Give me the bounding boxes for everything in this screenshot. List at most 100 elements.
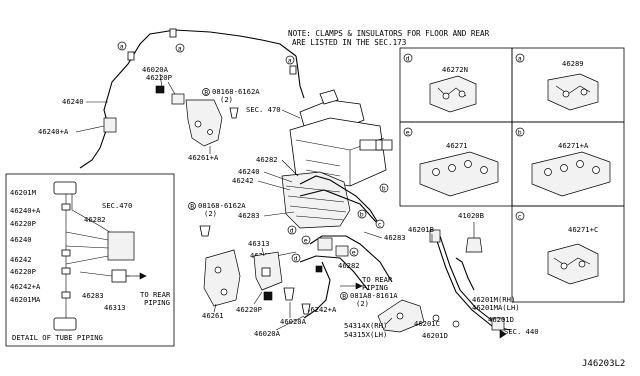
label-46220P-low: 46220P <box>236 305 262 314</box>
bleeder-icon <box>465 237 483 253</box>
label-46282-low: 46282 <box>338 261 360 270</box>
clamp-46271C-icon <box>547 243 599 285</box>
detail-label-46242A: 46242+A <box>10 282 41 291</box>
label-bolt-top: 08168-6162A <box>212 87 260 96</box>
label-41020B: 41020B <box>458 211 484 220</box>
svg-text:a: a <box>120 42 124 50</box>
callout-d-mid <box>287 225 297 235</box>
grid-label-46271: 46271 <box>446 141 468 150</box>
note-line-1: NOTE: CLAMPS & INSULATORS FOR FLOOR AND … <box>288 29 490 38</box>
brake-tube-top <box>79 28 305 169</box>
svg-text:a: a <box>178 44 182 52</box>
hydraulic-block <box>281 171 381 229</box>
label-46220P-top: 46220P <box>146 73 172 82</box>
bolt-low-a-icon <box>283 287 295 301</box>
grid-callout-d <box>403 53 413 63</box>
grid-callout-c <box>515 211 525 221</box>
bolt-icon <box>202 88 210 96</box>
bolt-top-icon <box>229 107 239 119</box>
svg-text:a: a <box>518 54 522 62</box>
callout-b-right <box>379 183 389 193</box>
clip-icon <box>155 85 165 94</box>
svg-text:c: c <box>518 212 522 220</box>
diagram-code: J46203L2 <box>582 359 625 369</box>
callout-a-top-3 <box>285 55 295 65</box>
callout-c-mid <box>375 219 385 229</box>
label-46282-top: 46282 <box>256 155 278 164</box>
label-bolt-mid-qty: (2) <box>204 209 217 218</box>
detail-label-46220P: 46220P <box>10 219 36 228</box>
label-46240A: 46240+A <box>38 127 69 136</box>
bolt-mid-icon <box>188 202 196 210</box>
brake-hose <box>429 229 511 331</box>
rear-bracket-54314 <box>377 299 425 333</box>
label-piping-1: PIPING <box>362 283 388 292</box>
bolt-low-b-icon <box>301 303 311 315</box>
svg-text:b: b <box>518 128 522 136</box>
grid-callout-e <box>403 127 413 137</box>
label-bolt-top-qty: (2) <box>220 95 233 104</box>
detail-label-46282: 46282 <box>84 215 106 224</box>
label-46201MA: 46201MA(LH) <box>472 303 520 312</box>
callout-b-mid <box>357 209 367 219</box>
callout-a-top-1 <box>117 41 127 51</box>
label-54314X: 54314X(RH) <box>344 321 387 330</box>
label-to-rear-1: TO REAR <box>362 275 393 284</box>
clamp-46272N-icon <box>429 75 477 113</box>
lower-piping <box>299 235 393 319</box>
grid-callout-a <box>515 53 525 63</box>
label-46261A: 46261+A <box>188 153 219 162</box>
clamp-parts-grid <box>399 47 625 303</box>
grid-label-46289: 46289 <box>562 59 584 68</box>
grid-label-46272N: 46272N <box>442 65 468 74</box>
detail-label-46220P-2: 46220P <box>10 267 36 276</box>
label-46201D-right: 46201D <box>488 315 514 324</box>
detail-label-46283: 46283 <box>82 291 104 300</box>
label-46201B: 46201B <box>408 225 434 234</box>
tube-piping-detail-box <box>5 173 175 347</box>
detail-label-46240A: 46240+A <box>10 206 41 215</box>
label-46283-left: 46283 <box>238 211 260 220</box>
svg-text:b: b <box>360 210 364 218</box>
label-46201C: 46201C <box>414 319 440 328</box>
note-line-2: ARE LISTED IN THE SEC.173 <box>292 38 406 47</box>
clamp-46289-icon <box>547 73 599 111</box>
svg-text:e: e <box>304 236 308 244</box>
callout-a-top-2 <box>175 43 185 53</box>
callout-e-mid <box>301 235 311 245</box>
callout-e-low <box>349 247 359 257</box>
label-46240-mid: 46240 <box>238 167 260 176</box>
union-icon <box>432 314 440 322</box>
label-46283-right: 46283 <box>384 233 406 242</box>
svg-text:c: c <box>378 220 382 228</box>
clamp-46271A-icon <box>531 151 611 197</box>
callout-d-low <box>291 253 301 263</box>
clamp-46271-icon <box>419 151 499 197</box>
svg-text:e: e <box>352 248 356 256</box>
grid-label-46271C: 46271+C <box>568 225 598 234</box>
label-46201D-bottom: 46201D <box>422 331 448 340</box>
label-46201M: 46201M(RH) <box>472 295 515 304</box>
washer-icon <box>452 320 460 328</box>
connector-icon <box>171 93 185 105</box>
detail-label-to-rear: TO REAR <box>140 290 171 299</box>
label-46020A-top: 46020A <box>142 65 169 74</box>
label-46261: 46261 <box>202 311 224 320</box>
detail-diagram <box>53 181 147 331</box>
detail-caption: DETAIL OF TUBE PIPING <box>12 333 103 342</box>
svg-text:b: b <box>382 184 386 192</box>
label-46020A-b: 46020A <box>254 329 281 338</box>
label-46242-mid: 46242 <box>232 176 254 185</box>
detail-label-sec470: SEC.470 <box>102 201 132 210</box>
svg-text:d: d <box>290 226 294 234</box>
clip-low-icon <box>263 291 273 301</box>
label-46313: 46313 <box>248 239 270 248</box>
svg-text:e: e <box>406 128 410 136</box>
svg-text:B: B <box>204 88 208 96</box>
label-bolt-low: 081A8-8161A <box>350 291 398 300</box>
bracket-46261 <box>203 249 241 307</box>
svg-text:a: a <box>288 56 292 64</box>
label-bolt-mid: 08168-6162A <box>198 201 246 210</box>
